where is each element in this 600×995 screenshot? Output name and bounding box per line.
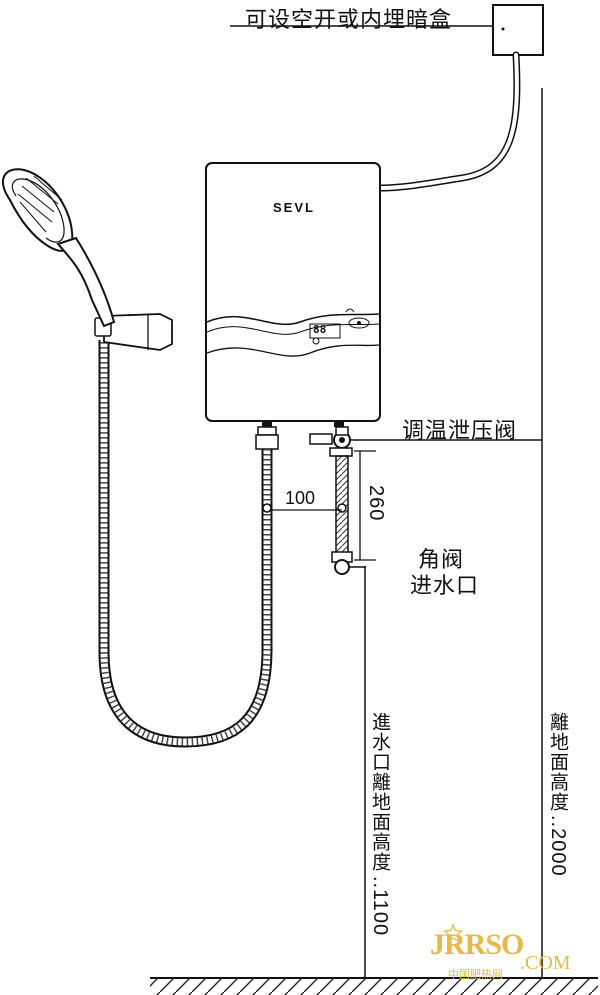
watermark-logo: JRRSO: [430, 928, 524, 961]
dimension-vertical: [354, 450, 376, 561]
water-inlet-label: 进水口: [410, 574, 480, 599]
junction-box-label: 可设空开或内埋暗盒: [245, 8, 453, 33]
shower-hose: [98, 340, 273, 748]
inlet-pipe: [335, 455, 349, 557]
power-cable: [376, 51, 521, 192]
heater-height-label: 離地面高度: [547, 712, 569, 812]
water-heater: [205, 162, 381, 427]
dimension-horizontal-value: 100: [285, 488, 316, 508]
heater-display: 88: [313, 323, 327, 336]
inlet-height-value: ..1100: [369, 876, 391, 937]
control-panel: [309, 308, 370, 345]
angle-valve: [331, 551, 366, 575]
inlet-height-label: 進水口離地面高度: [369, 712, 391, 872]
heater-height-value: ..2000: [547, 815, 569, 877]
watermark-domain: .COM: [520, 952, 571, 974]
dimension-vertical-value: 260: [365, 485, 387, 522]
outlet-fitting: [255, 426, 279, 450]
watermark-star-icon: [443, 923, 463, 943]
shower-bracket: [94, 313, 173, 351]
relief-valve: [309, 426, 542, 457]
watermark-site-name: 中国肥热网: [448, 968, 503, 981]
shower-head-icon: [2, 168, 116, 328]
angle-valve-label: 角阀: [418, 548, 465, 573]
relief-valve-label: 调温泄压阀: [402, 419, 518, 444]
floor: [150, 977, 598, 995]
heater-brand-logo: SEVL: [273, 200, 315, 215]
